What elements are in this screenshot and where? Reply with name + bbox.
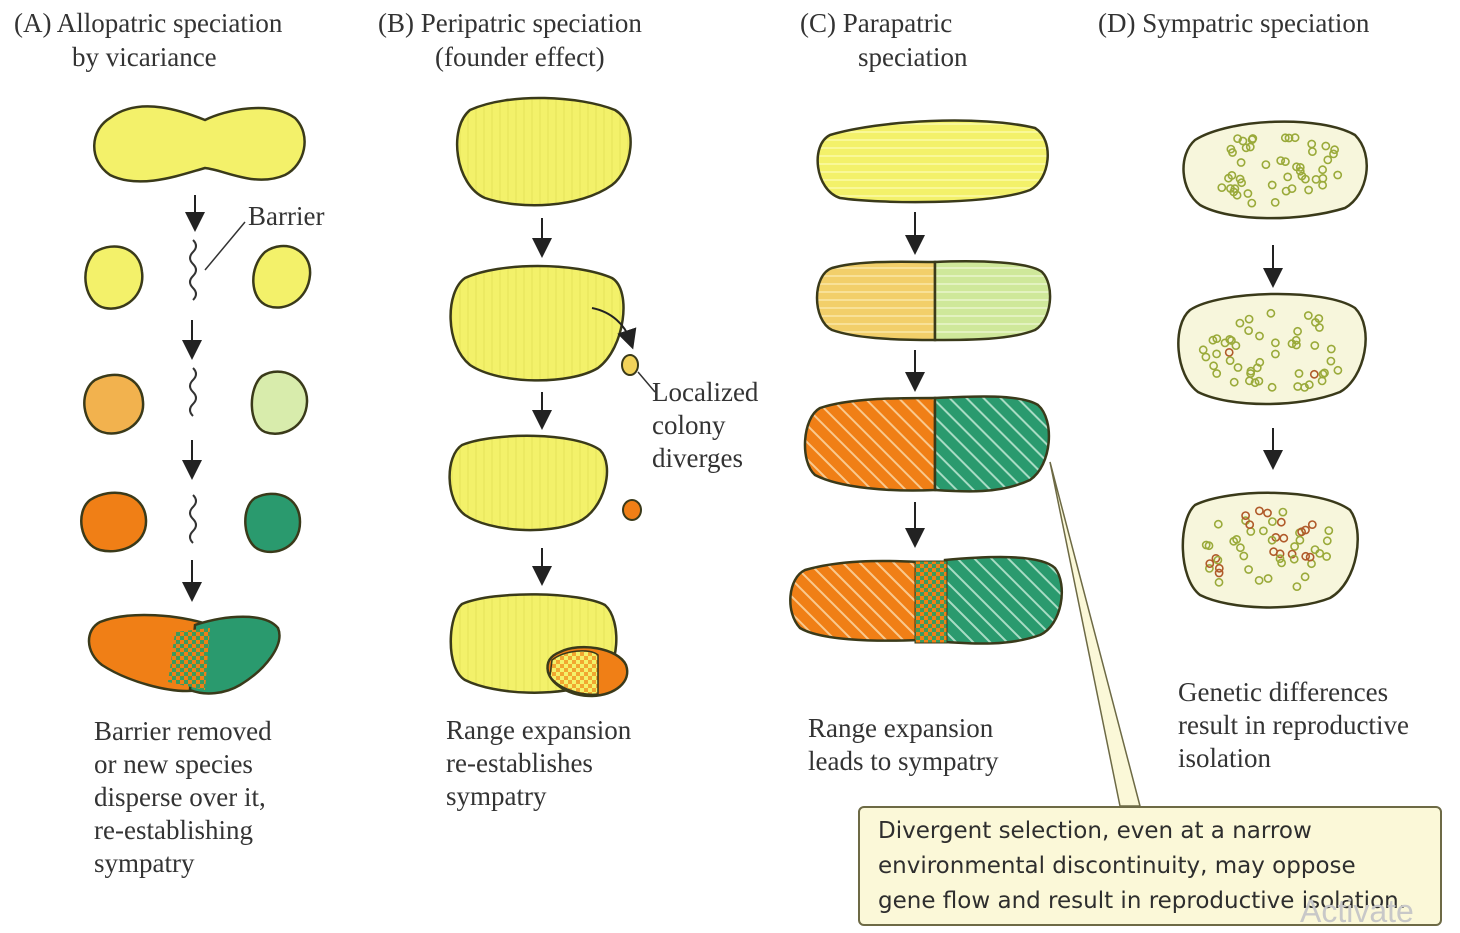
panel-a-range-initial [94, 106, 304, 181]
barrier-label: Barrier [248, 200, 324, 233]
panel-c-final-left [790, 561, 920, 641]
panel-c-species-right [935, 396, 1049, 491]
panel-a-species-light-orange [84, 375, 143, 434]
panel-c-range-left [817, 262, 935, 340]
panel-a-species-dark-green [245, 494, 300, 552]
panel-b-diverged-colony [623, 500, 641, 520]
panel-d-title: (D) Sympatric speciation [1098, 6, 1369, 40]
panel-a-artwork [81, 106, 310, 693]
activate-watermark: Activate [1300, 893, 1414, 930]
panel-d-caption: Genetic differences result in reproducti… [1178, 676, 1409, 775]
panel-c-artwork [790, 121, 1140, 806]
panel-d-artwork [1178, 122, 1366, 608]
localized-colony-label: Localized colony diverges [652, 376, 758, 475]
panel-a-species-light-green [252, 372, 307, 434]
callout-line: environmental discontinuity, may oppose [878, 849, 1440, 884]
panel-a-sympatry-overlap [168, 628, 210, 690]
panel-c-final-right [945, 557, 1062, 644]
panel-c-title: (C) Parapatric speciation [800, 6, 967, 74]
panel-a-barrier-2 [190, 368, 196, 416]
panel-a-range-split-left [85, 246, 142, 308]
panel-a-range-split-right [253, 246, 310, 307]
panel-a-barrier-pointer [205, 222, 245, 270]
panel-b-range-3 [450, 436, 607, 530]
panel-b-artwork [450, 98, 655, 696]
panel-d-population-initial [1184, 122, 1367, 219]
panel-b-range-2 [451, 266, 624, 380]
panel-b-founder-colony [622, 355, 638, 375]
panel-c-range-initial [818, 121, 1048, 203]
panel-c-species-left [805, 398, 935, 490]
panel-c-caption: Range expansion leads to sympatry [808, 712, 998, 778]
panel-b-title: (B) Peripatric speciation (founder effec… [378, 6, 642, 74]
panel-a-barrier-1 [190, 240, 196, 300]
panel-b-range-initial [457, 98, 630, 205]
panel-c-range-right [935, 261, 1050, 340]
panel-a-caption: Barrier removed or new species disperse … [94, 715, 272, 880]
panel-a-barrier-3 [190, 495, 196, 543]
panel-c-callout-pointer [1050, 462, 1140, 806]
panel-c-hybrid-zone [915, 561, 947, 643]
panel-a-title: (A) Allopatric speciation by vicariance [14, 6, 282, 74]
panel-b-caption: Range expansion re-establishes sympatry [446, 714, 631, 813]
callout-line: Divergent selection, even at a narrow [878, 814, 1440, 849]
panel-a-species-orange [81, 493, 146, 552]
